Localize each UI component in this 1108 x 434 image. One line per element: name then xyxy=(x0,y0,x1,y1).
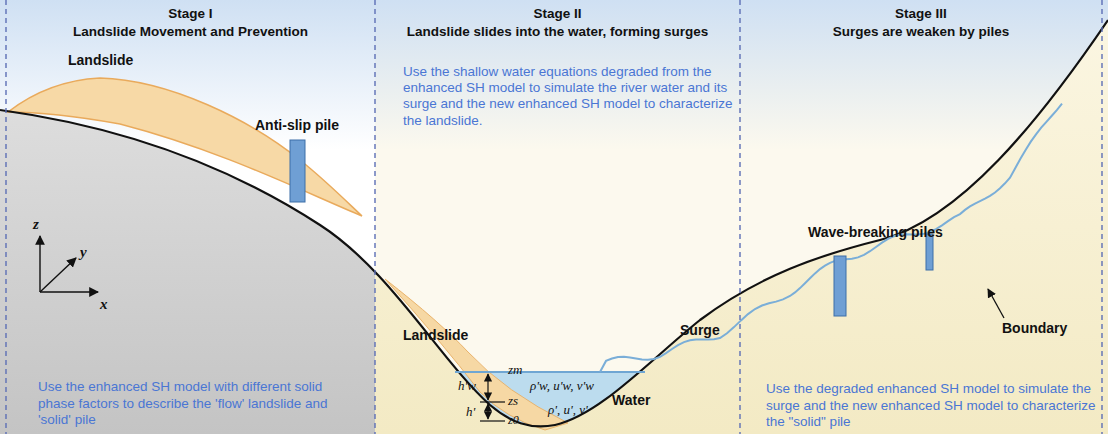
level-symbol: zm xyxy=(508,362,522,378)
part-label: Wave-breaking piles xyxy=(808,224,943,240)
model-note: Use the shallow water equations degraded… xyxy=(403,64,735,129)
stage-subtitle: Surges are weaken by piles xyxy=(740,24,1102,39)
axis-label: z xyxy=(33,216,39,233)
level-symbol: zs xyxy=(508,393,518,409)
depth-symbol: h' xyxy=(466,404,475,420)
stage-subtitle: Landslide slides into the water, forming… xyxy=(375,24,740,39)
part-label: Landslide xyxy=(403,327,468,343)
part-label: Boundary xyxy=(1002,320,1067,336)
axis-label: y xyxy=(80,244,87,261)
ground-valley xyxy=(375,20,1108,434)
landslide-deposit xyxy=(385,279,568,430)
model-note: Use the enhanced SH model with different… xyxy=(38,379,343,428)
variable-symbol: ρ', u', v' xyxy=(548,402,588,418)
variable-symbol: ρ'w, u'w, v'w xyxy=(530,378,594,394)
anti-slip-pile xyxy=(290,140,305,202)
wave-breaking-pile xyxy=(834,256,846,316)
stage-title: Stage I xyxy=(6,6,375,21)
stage-band: Stage II Landslide slides into the water,… xyxy=(375,0,740,434)
stage-band: Stage III Surges are weaken by pilesUse t… xyxy=(740,0,1102,434)
water-surface xyxy=(455,371,645,373)
stage-subtitle: Landslide Movement and Prevention xyxy=(6,24,375,39)
landslide-body xyxy=(8,78,362,216)
ground-rock xyxy=(0,20,375,434)
stage-band: Stage I Landslide Movement and Prevention… xyxy=(6,0,375,434)
depth-symbol: h'w xyxy=(458,378,476,394)
terrain-line xyxy=(0,20,1108,426)
part-label: Water xyxy=(612,392,650,408)
model-note: Use the degraded enhanced SH model to si… xyxy=(766,381,1098,430)
axis-label: x xyxy=(100,296,108,313)
boundary-leader xyxy=(988,289,1004,318)
part-label: Anti-slip pile xyxy=(255,117,339,133)
part-label: Surge xyxy=(680,322,720,338)
axes xyxy=(40,236,98,292)
stage-title: Stage III xyxy=(740,6,1102,21)
surge-wave xyxy=(600,104,1062,372)
stage-title: Stage II xyxy=(375,6,740,21)
stage-dividers xyxy=(6,0,1102,434)
part-label: Landslide xyxy=(68,52,133,68)
depth-markers xyxy=(480,374,505,421)
level-symbol: z0 xyxy=(508,413,519,428)
